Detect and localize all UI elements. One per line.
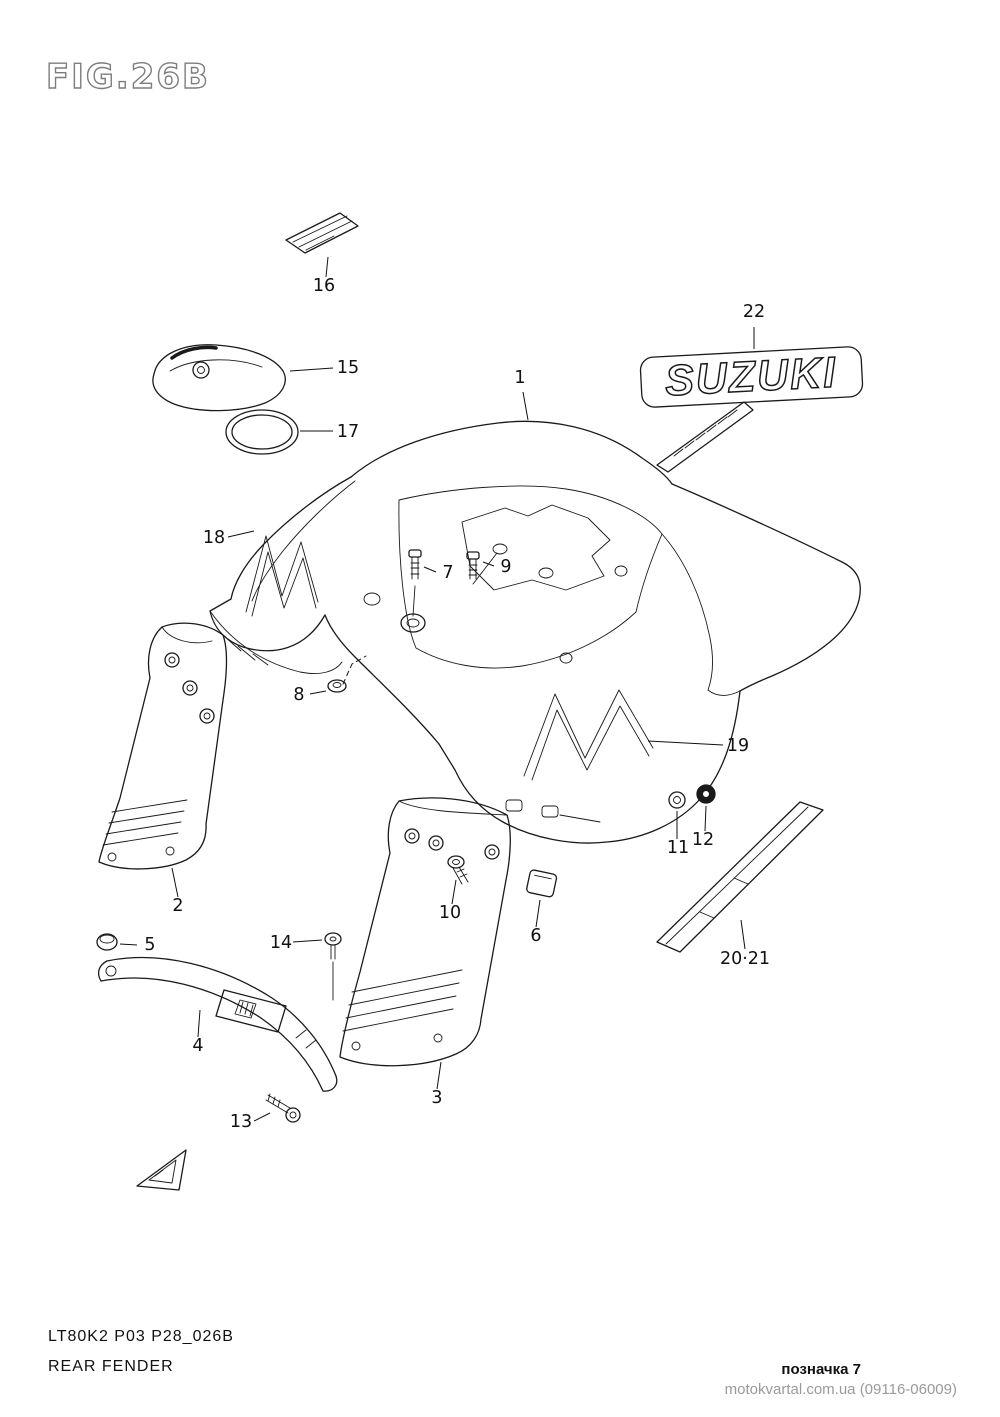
callout-label-22: 22: [743, 302, 765, 322]
oring-part17: [225, 409, 299, 455]
callout-label-19: 19: [727, 736, 749, 756]
callout-leader-2: [171, 867, 179, 898]
screw-part14: [324, 932, 342, 1001]
callout-label-13: 13: [230, 1112, 252, 1132]
bolt-part7: [408, 549, 422, 617]
figure-title: FIG.26B: [46, 57, 210, 97]
diagram-art: SUZUKI: [96, 212, 864, 1191]
side-strip-part20-21: [656, 801, 824, 953]
callout-leader-15: [289, 367, 334, 372]
suzuki-decal-part22: SUZUKI: [639, 346, 864, 408]
left-mudflap-part2: [98, 622, 228, 870]
callout-leader-16: [325, 256, 329, 278]
cap-part5: [96, 933, 118, 951]
bolt-part13: [265, 1093, 301, 1123]
suzuki-logo-text: SUZUKI: [664, 349, 838, 406]
watermark-site: motokvartal.com.ua (09116-06009): [724, 1381, 957, 1399]
callout-label-7: 7: [442, 563, 453, 583]
callout-leader-4: [197, 1009, 201, 1038]
hatched-stripe-decal: [656, 401, 754, 473]
clip-part6: [526, 869, 558, 898]
stripe-decal-part19: [523, 689, 654, 781]
callout-label-5: 5: [144, 935, 155, 955]
callout-label-9: 9: [500, 557, 511, 577]
callout-label-18: 18: [203, 528, 225, 548]
callout-leader-3: [436, 1061, 442, 1090]
center-mudflap-part3: [339, 797, 511, 1067]
callout-leader-7: [423, 566, 437, 573]
callout-label-8: 8: [293, 685, 304, 705]
callout-leader-14: [292, 939, 323, 943]
callout-label-2: 2: [172, 896, 183, 916]
emblem-mark: [136, 1149, 187, 1191]
callout-leader-10: [451, 879, 457, 905]
callout-label-11: 11: [667, 838, 689, 858]
main-fender-part1: [209, 420, 861, 844]
callout-label-17: 17: [337, 422, 359, 442]
callout-leader-5: [119, 943, 138, 946]
callout-label-10: 10: [439, 903, 461, 923]
callout-leader-1: [522, 391, 529, 421]
callout-label-1: 1: [514, 368, 525, 388]
callout-leader-9: [482, 561, 495, 567]
bolt-part9: [466, 551, 498, 585]
callout-label-16: 16: [313, 276, 335, 296]
callout-leader-8: [309, 690, 327, 695]
callout-label-12: 12: [692, 830, 714, 850]
callout-leader-12: [704, 805, 707, 832]
callout-label-20·21: 20·21: [720, 949, 770, 969]
callout-label-15: 15: [337, 358, 359, 378]
watermark-note: позначка 7: [781, 1361, 861, 1378]
callout-leader-13: [253, 1112, 271, 1122]
callout-leader-18: [227, 530, 255, 538]
model-code: LT80K2 P03 P28_026B: [48, 1328, 234, 1345]
washer-part11: [668, 791, 686, 809]
nut-part12: [696, 784, 716, 804]
callout-label-14: 14: [270, 933, 292, 953]
watermark: позначка 7 motokvartal.com.ua (09116-060…: [725, 1360, 957, 1401]
bracket-part4: [97, 956, 338, 1092]
callout-label-6: 6: [530, 926, 541, 946]
nut-part8: [327, 679, 347, 693]
callout-label-4: 4: [192, 1036, 203, 1056]
screw-part10: [447, 855, 469, 885]
callout-leader-6: [535, 899, 541, 928]
callout-leader-19: [647, 740, 724, 746]
cushion-part15: [152, 344, 286, 412]
figure-part-name: REAR FENDER: [48, 1358, 174, 1375]
callout-leader-20·21: [740, 919, 746, 950]
tape-strip-part16: [285, 212, 359, 254]
callout-label-3: 3: [431, 1088, 442, 1108]
stripe-decal-part18: [245, 535, 319, 617]
